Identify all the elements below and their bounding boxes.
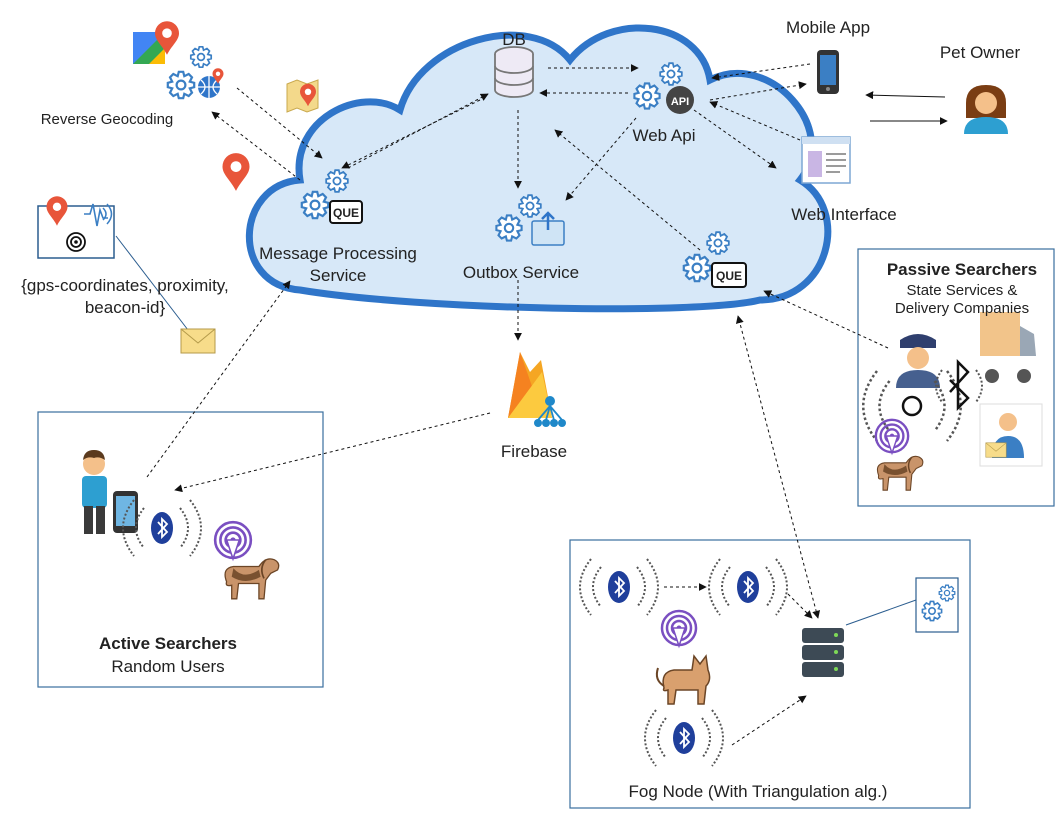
db-icon [494,46,534,98]
mobile-phone-icon [817,50,839,94]
active-searchers-box [37,411,324,688]
passive-searchers-title: Passive Searchers [887,260,1037,279]
mobile-app-label: Mobile App [786,18,870,37]
web-interface-icon [801,136,851,184]
que-badge-message: QUE [333,206,359,220]
reverse-geocoding-label: Reverse Geocoding [41,111,174,128]
outbox-service-label: Outbox Service [463,263,579,282]
payload-label-2: beacon-id} [85,298,166,317]
flow-arrows [146,63,948,746]
message-processing-label-1: Message Processing [259,244,417,263]
ingest-queue-gears-icon: QUE [682,231,747,288]
reverse-geocoding-icon [133,21,224,100]
passive-searchers-sub-1: State Services & [907,282,1018,299]
location-pin-icon [222,153,250,191]
web-api-gears-icon: API [633,62,694,114]
fog-server-icon [802,628,844,677]
active-searchers-title: Active Searchers [99,634,237,653]
firebase-icon [508,352,566,427]
payload-label-1: {gps-coordinates, proximity, [21,276,229,295]
firebase-label: Firebase [501,442,567,461]
map-icon [286,79,319,113]
fog-node-label: Fog Node (With Triangulation alg.) [629,782,888,801]
payload-connector [115,235,189,331]
pet-owner-icon [964,85,1008,134]
db-label: DB [502,30,526,49]
message-processing-gears-icon: QUE [300,169,363,224]
api-badge: API [671,96,689,108]
web-api-label: Web Api [632,126,695,145]
message-processing-label-2: Service [310,266,367,285]
passive-searchers-box [857,248,1055,507]
outbox-service-icon [495,194,565,246]
payload-card [37,196,115,259]
active-searchers-sub: Random Users [111,657,224,676]
message-envelope-icon [180,328,216,354]
pet-owner-label: Pet Owner [940,43,1021,62]
passive-searchers-sub-2: Delivery Companies [895,300,1029,317]
fog-node-box [569,539,971,809]
que-badge-ingest: QUE [716,269,742,283]
web-interface-label: Web Interface [791,205,897,224]
